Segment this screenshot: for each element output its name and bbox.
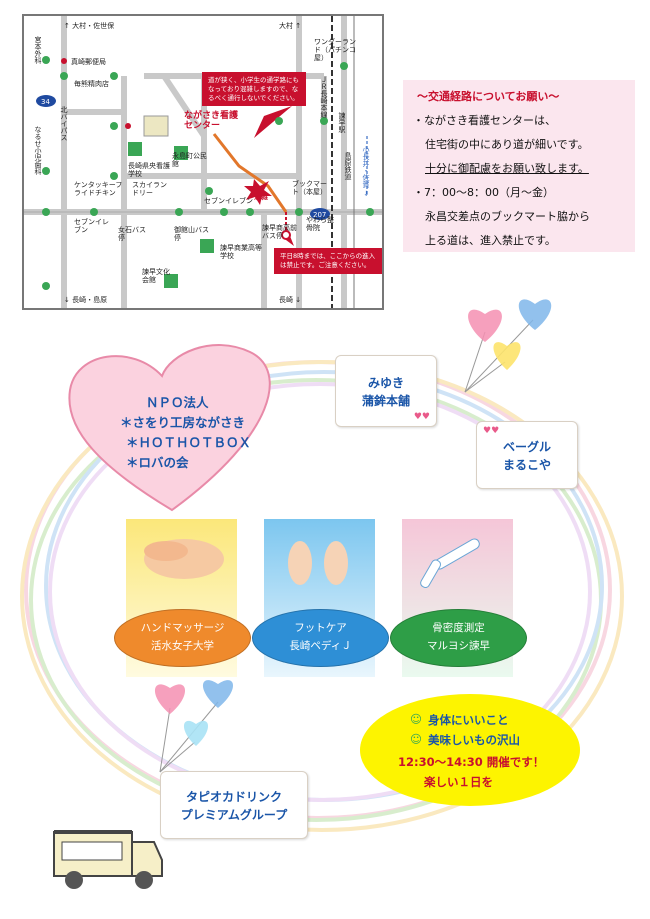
shop-bagel-line-1: ベーグル: [502, 440, 551, 454]
oval-bone: 骨密度測定 マルヨシ諫早: [390, 609, 527, 667]
access-map: ↑ 大村・佐世保 大村 ↑ ↓ 長崎・島原 長崎 ↓ 34 207 宮本外科 真…: [22, 14, 384, 310]
event-closing: 楽しい１日を: [424, 775, 493, 789]
oval-hand: ハンドマッサージ 活水女子大学: [114, 609, 251, 667]
smile-icon: ☺: [410, 712, 422, 726]
label-nagashima: 永島町公民館: [172, 152, 207, 169]
label-isahaya-stop: 諫早商高前バス停: [262, 224, 297, 241]
hands-icon: [144, 539, 224, 579]
booth-foot-care: フットケア 長崎ペディＪ: [252, 519, 389, 677]
notice-line-3: 十分に御配慮をお願い致します。: [425, 162, 589, 175]
label-post-office: 真崎郵便局: [71, 58, 106, 66]
notice-line-1: ・ながさき看護センターは、: [413, 114, 556, 127]
label-kinrai: 毎熊精肉店: [74, 80, 109, 88]
shop-card-tapioca: タピオカドリンク プレミアムグループ: [160, 771, 308, 839]
food-truck-icon: [53, 830, 163, 889]
label-goshuin: 御館山バス停: [174, 226, 209, 243]
notice-line-6: 上る道は、進入禁止です。: [425, 234, 556, 247]
label-kita-bypass: 北バイパス: [60, 106, 69, 141]
booth-bone-title: 骨密度測定: [432, 622, 485, 634]
label-wonderland: ワンダーランド（パチンコ屋）: [314, 38, 356, 63]
balloons-bottom-icon: [154, 680, 234, 773]
traffic-notice: 〜交通経路についてお願い〜 ・ながさき看護センターは、 住宅街の中にあり道が細い…: [403, 80, 635, 252]
callout-no-entry: 平日8時までは、ここからの進入は禁止です。ご注意ください。: [274, 248, 382, 274]
decorative-rings: [20, 360, 624, 832]
label-seven-top: セブンイレブン: [204, 197, 253, 205]
event-info-ellipse: ☺ 身体にいいこと ☺ 美味しいもの沢山 12:30〜14:30 開催です！ 楽…: [360, 694, 580, 806]
label-isahaya-station: 諫早駅: [338, 112, 347, 133]
shop-tapioca-line-1: タピオカドリンク: [185, 790, 282, 804]
label-yawara: やわら整骨院: [306, 216, 334, 233]
route-207-badge: 207: [313, 211, 327, 219]
label-kfc: ケンタッキーフライドチキン: [74, 181, 123, 198]
npo-item-2: ＊ＨＯＴＨＯＴＢＯＸ: [126, 435, 252, 450]
booth-bone-sub: マルヨシ諫早: [427, 640, 490, 652]
feet-icon: [288, 541, 348, 585]
npo-item-1: ＊さをり工房ながさき: [120, 415, 246, 430]
shop-miyuki-line-1: みゆき: [367, 376, 404, 390]
label-konagai: 小長井・佐賀 →: [362, 146, 371, 197]
label-miyamoto: 宮本外科: [34, 36, 43, 64]
label-isahaya-high: 諫早商業高等学校: [220, 244, 262, 261]
label-jam: 混雑: [254, 193, 268, 201]
oval-foot: フットケア 長崎ペディＪ: [252, 609, 389, 667]
event-line-1: 身体にいいこと: [428, 713, 509, 727]
route-34-badge: 34: [41, 98, 50, 106]
smile-icon: ☺: [410, 732, 422, 746]
event-time: 12:30〜14:30 開催です！: [398, 755, 545, 769]
label-meganeishi: 女石バス停: [118, 226, 146, 243]
notice-line-4: ・7：00〜8：00（月〜金）: [413, 186, 554, 199]
label-nurse-school: 長崎県央看護学校: [128, 162, 170, 179]
shop-bagel-line-2: まるこや: [502, 458, 551, 472]
booth-foot-sub: 長崎ペディＪ: [289, 640, 352, 652]
notice-line-5: 永昌交差点のブックマート脇から: [425, 210, 590, 223]
notice-line-2: 住宅街の中にあり道が細いです。: [425, 138, 589, 151]
label-culture-hall: 諫早文化会館: [142, 268, 170, 285]
booth-bone-density: 骨密度測定 マルヨシ諫早: [390, 519, 527, 677]
event-line-2: 美味しいもの沢山: [428, 733, 520, 747]
label-nagasaki: 長崎 ↓: [279, 296, 302, 304]
npo-title: ＮＰＯ法人: [146, 395, 209, 410]
balloons-top-icon: [464, 299, 552, 393]
bone-icon: [420, 538, 480, 589]
label-sky-laundry: スカイランドリー: [132, 181, 167, 198]
npo-item-3: ＊ロバの会: [126, 455, 189, 470]
callout-narrow-road: 道が狭く、小学生の通学路にもなっており混雑しますので、なるべく通行しないでくださ…: [202, 72, 306, 107]
booth-hand-sub: 活水女子大学: [151, 640, 214, 652]
label-omura: 大村 ↑: [279, 22, 302, 30]
label-omura-sasebo: ↑ 大村・佐世保: [64, 22, 115, 30]
hearts-icon: ♥♥: [483, 426, 500, 436]
label-nagasaki-shimabara: ↓ 長崎・島原: [64, 296, 108, 304]
label-naruse: なるせ小児歯科: [34, 126, 43, 175]
shop-tapioca-line-2: プレミアムグループ: [180, 808, 288, 822]
label-book-mart: ブックマート（本屋）: [292, 180, 327, 197]
notice-title: 〜交通経路についてお願い〜: [417, 90, 560, 103]
shop-card-bagel: ベーグル まるこや ♥♥: [476, 421, 578, 489]
booth-foot-title: フットケア: [294, 622, 347, 634]
shop-card-miyuki: みゆき 蒲鉾本舗 ♥♥: [335, 355, 437, 427]
label-jr-line: ＪＲ長崎本線: [320, 76, 329, 118]
label-shimabara-rail: 島原鉄道: [344, 152, 353, 180]
booth-hand-title: ハンドマッサージ: [140, 622, 225, 634]
label-kango-center: ながさき看護センター: [184, 111, 239, 131]
npo-heart: [68, 344, 271, 512]
shop-miyuki-line-2: 蒲鉾本舗: [361, 394, 410, 408]
label-seven-left: セブンイレブン: [74, 218, 109, 235]
booth-hand-massage: ハンドマッサージ 活水女子大学: [114, 519, 251, 677]
hearts-icon: ♥♥: [413, 412, 430, 422]
